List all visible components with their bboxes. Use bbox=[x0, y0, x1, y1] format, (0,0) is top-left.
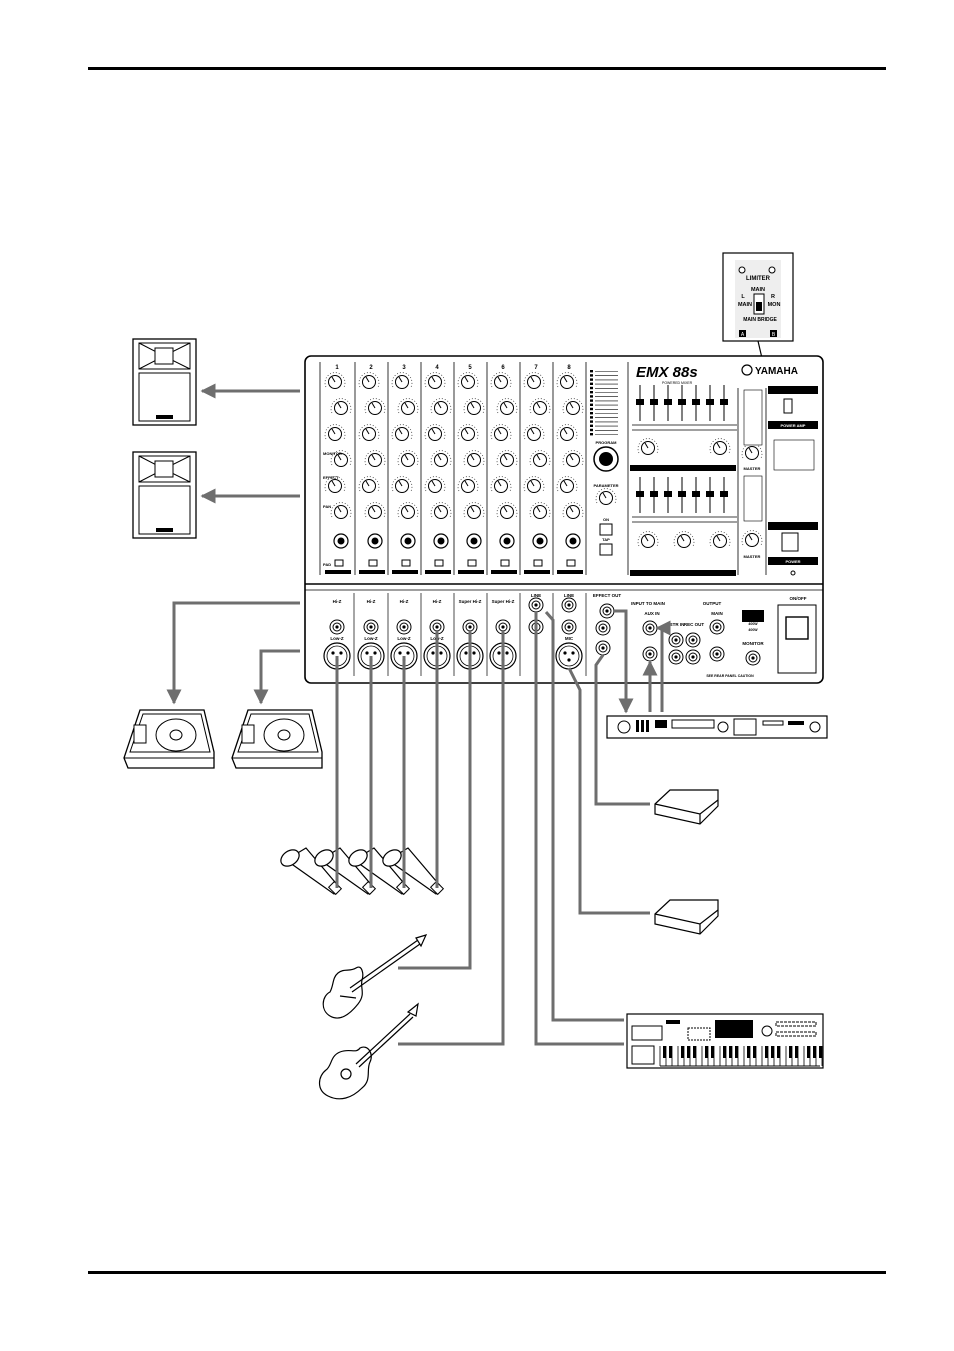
pan-row-label: PAN bbox=[323, 504, 331, 509]
output-jacks: 400W 400W bbox=[595, 603, 817, 674]
microphone-icon bbox=[314, 847, 377, 896]
floor-monitor-icon bbox=[231, 709, 323, 769]
input-label: Super Hi-Z bbox=[459, 599, 482, 604]
footswitch-icon bbox=[654, 899, 719, 935]
xlr-label: Low-Z bbox=[397, 636, 410, 641]
model-subtitle: POWERED MIXER bbox=[662, 381, 693, 385]
monitor-row-label: MONITOR bbox=[323, 451, 342, 456]
master-label: MASTER bbox=[744, 466, 761, 471]
main-speaker-cables bbox=[200, 383, 300, 504]
acoustic-guitar-icon bbox=[318, 1002, 419, 1100]
power-amp-label: POWER AMP bbox=[781, 423, 806, 428]
effect-row-label: EFFECT bbox=[323, 475, 339, 480]
channel-number: 4 bbox=[435, 365, 439, 371]
input-label: LINE bbox=[531, 593, 541, 598]
power-amp-section: POWER AMP POWER bbox=[768, 386, 818, 576]
channel-knobs bbox=[324, 372, 584, 549]
footswitch-icon bbox=[654, 789, 719, 825]
aux-in-label: AUX IN bbox=[644, 611, 659, 616]
l-label: L bbox=[741, 294, 745, 300]
main-l-label: MAIN bbox=[738, 302, 752, 308]
brand-logo: YAMAHA bbox=[755, 366, 798, 377]
channel-number: 8 bbox=[567, 365, 571, 371]
rear-caution-label: SEE REAR PANEL CAUTION bbox=[706, 674, 754, 678]
mon-label: MON bbox=[768, 302, 781, 308]
bottom-rule bbox=[88, 1271, 886, 1274]
xlr-label: Low-Z bbox=[364, 636, 377, 641]
keyboard-icon bbox=[626, 1013, 824, 1069]
main-label: MAIN bbox=[751, 287, 765, 293]
speaker-icon bbox=[132, 451, 197, 539]
input-label: Hi-Z bbox=[433, 599, 442, 604]
channel-number: 5 bbox=[468, 365, 472, 371]
power-label: POWER bbox=[785, 559, 800, 564]
input-label: Hi-Z bbox=[367, 599, 376, 604]
effects-processor-icon bbox=[606, 715, 828, 739]
amp-rating: 400W bbox=[748, 628, 758, 632]
str-in-label: STR IN bbox=[670, 622, 685, 627]
master-knobs: MASTER MASTER bbox=[637, 389, 763, 559]
input-label: Hi-Z bbox=[400, 599, 409, 604]
channel-number: 1 bbox=[335, 365, 339, 371]
input-to-main-label: INPUT TO MAIN bbox=[631, 601, 665, 606]
xlr-label: Low-Z bbox=[330, 636, 343, 641]
input-label: Hi-Z bbox=[333, 599, 342, 604]
parameter-label: PARAMETER bbox=[593, 483, 618, 488]
input-label: Super Hi-Z bbox=[492, 599, 515, 604]
rec-out-label: REC OUT bbox=[684, 622, 705, 627]
speaker-icon bbox=[132, 338, 197, 426]
model-logo: EMX 88s bbox=[636, 364, 698, 381]
b-label: B bbox=[772, 332, 776, 338]
floor-monitor-icon bbox=[123, 709, 215, 769]
program-label: PROGRAM bbox=[596, 440, 618, 445]
effect-out-label: EFFECT OUT bbox=[593, 593, 621, 598]
tap-button-label: TAP bbox=[602, 537, 610, 542]
microphones bbox=[280, 847, 445, 896]
a-label: A bbox=[741, 332, 745, 338]
yamaha-logo-icon bbox=[741, 364, 753, 376]
channel-number: 7 bbox=[534, 365, 538, 371]
microphone-icon bbox=[280, 847, 343, 896]
main-out-label: MAIN bbox=[711, 611, 723, 616]
output-label: OUTPUT bbox=[703, 601, 722, 606]
channel-number: 6 bbox=[501, 365, 505, 371]
channel-number: 2 bbox=[369, 365, 373, 371]
xlr-label: MIC bbox=[565, 636, 574, 641]
main-bridge-label: MAIN BRIDGE bbox=[743, 317, 777, 323]
r-label: R bbox=[771, 294, 775, 300]
top-rule bbox=[88, 67, 886, 70]
on-label: ON bbox=[603, 517, 609, 522]
on-off-label: ON/OFF bbox=[790, 596, 807, 601]
pad-buttons bbox=[325, 559, 583, 574]
cables bbox=[166, 601, 671, 1046]
monitor-out-label: MONITOR bbox=[742, 641, 764, 646]
mixer-front-panel: 1 2 3 4 5 6 7 8 MONITOR EFFECT PAN PAD P… bbox=[304, 355, 824, 684]
limiter-label: LIMITER bbox=[746, 276, 771, 282]
amp-rating: 400W bbox=[748, 622, 758, 626]
effects-section: PROGRAM PARAMETER ON TAP bbox=[590, 370, 619, 556]
channel-number: 3 bbox=[402, 365, 406, 371]
master-label: MASTER bbox=[744, 554, 761, 559]
pad-label: PAD bbox=[323, 562, 331, 567]
input-label: LINE bbox=[564, 593, 574, 598]
electric-guitar-icon bbox=[322, 934, 428, 1019]
